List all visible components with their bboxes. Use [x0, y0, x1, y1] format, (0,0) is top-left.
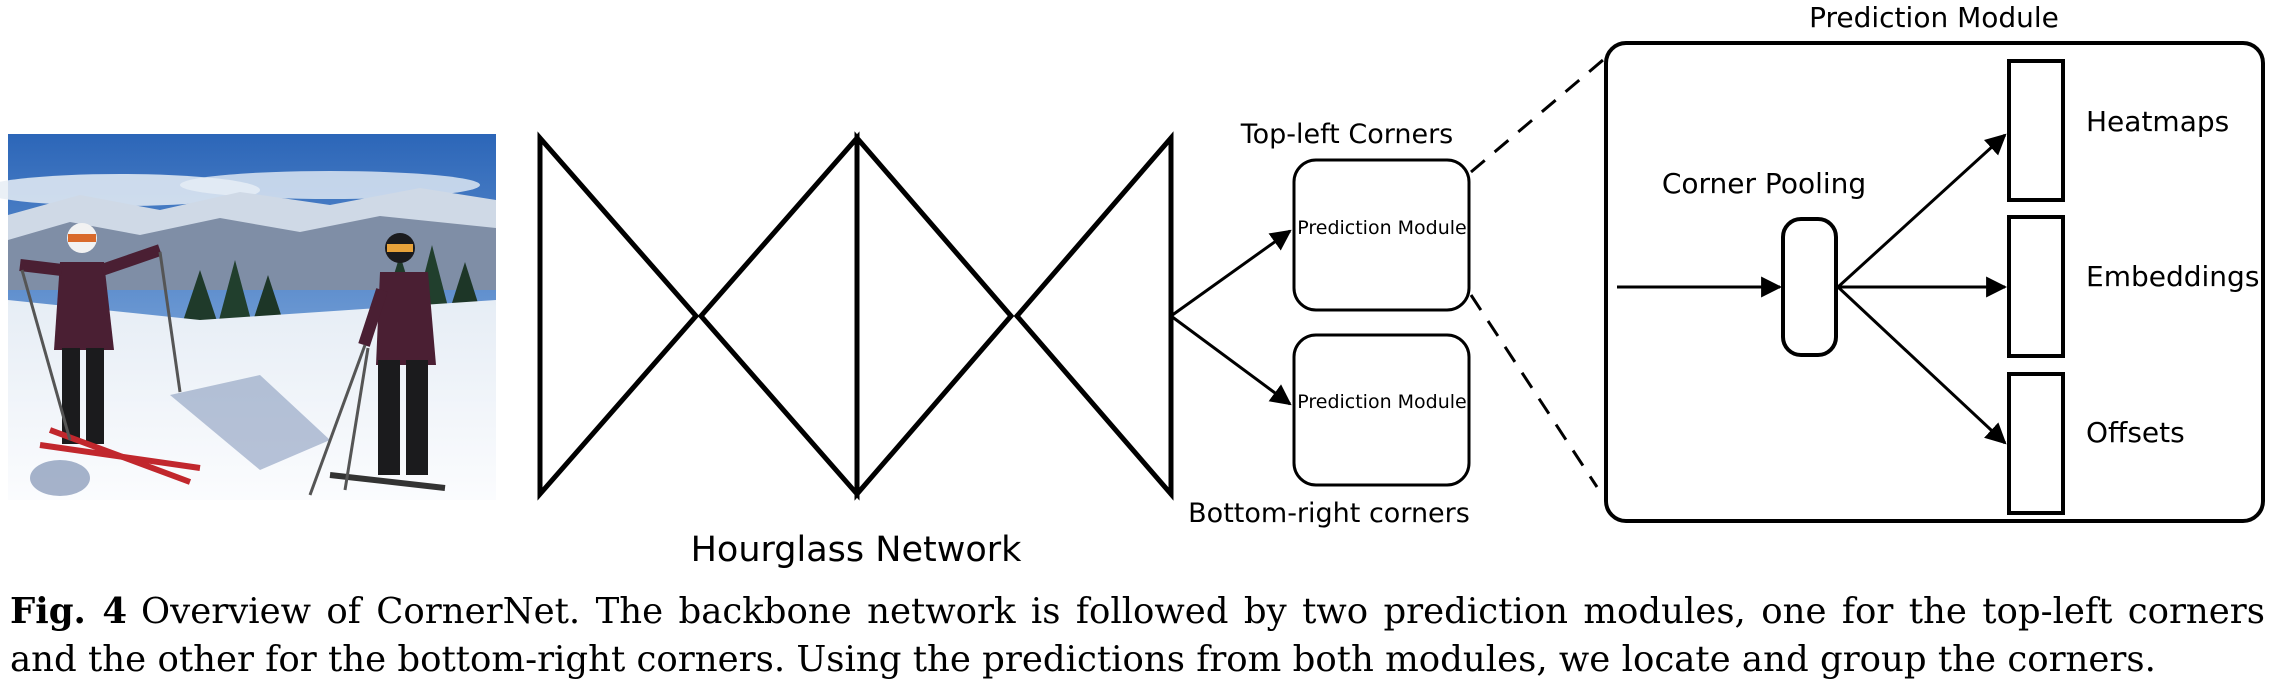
figure-number: Fig. 4 [10, 591, 128, 632]
zoom-line-bottom [1469, 294, 1599, 488]
hourglass-triangle-2 [697, 131, 860, 501]
input-image [0, 134, 496, 500]
cornernet-overview-figure: Hourglass Network Top-left Corners Predi… [0, 1, 2265, 570]
bottom-right-prediction-module [1292, 333, 1471, 487]
hourglass-triangle-1 [537, 131, 700, 501]
corner-pooling-block [1781, 217, 1838, 357]
expanded-module-title: Prediction Module [1809, 1, 2059, 34]
top-left-module-label: Prediction Module [1297, 217, 1467, 239]
skier-left [19, 223, 201, 485]
corner-pooling-label: Corner Pooling [1662, 167, 1866, 200]
offsets-block [2007, 372, 2065, 515]
bottom-right-corners-label: Bottom-right corners [1188, 498, 1470, 529]
bottom-right-module-label: Prediction Module [1297, 391, 1467, 413]
heatmaps-label: Heatmaps [2086, 105, 2229, 138]
heatmaps-block [2007, 59, 2065, 202]
hourglass-network-diagram [537, 131, 1174, 501]
skier-right [308, 233, 446, 496]
arrow-to-offsets [1836, 285, 2007, 445]
offsets-label: Offsets [2086, 416, 2185, 449]
embeddings-label: Embeddings [2086, 260, 2259, 293]
arrow-to-heatmaps [1836, 133, 2007, 289]
hourglass-label: Hourglass Network [691, 530, 1023, 570]
hourglass-triangle-4 [1013, 131, 1174, 501]
embeddings-block [2007, 215, 2065, 358]
arrow-to-bottom-right-module [1170, 314, 1292, 406]
expanded-prediction-module [1604, 41, 2265, 523]
top-left-corners-label: Top-left Corners [1240, 119, 1454, 150]
arrow-to-top-left-module [1170, 229, 1292, 318]
zoom-line-top [1470, 58, 1604, 174]
top-left-prediction-module [1292, 158, 1471, 312]
hourglass-triangle-3 [854, 131, 1015, 501]
caption-text: Overview of CornerNet. The backbone netw… [10, 591, 2265, 680]
